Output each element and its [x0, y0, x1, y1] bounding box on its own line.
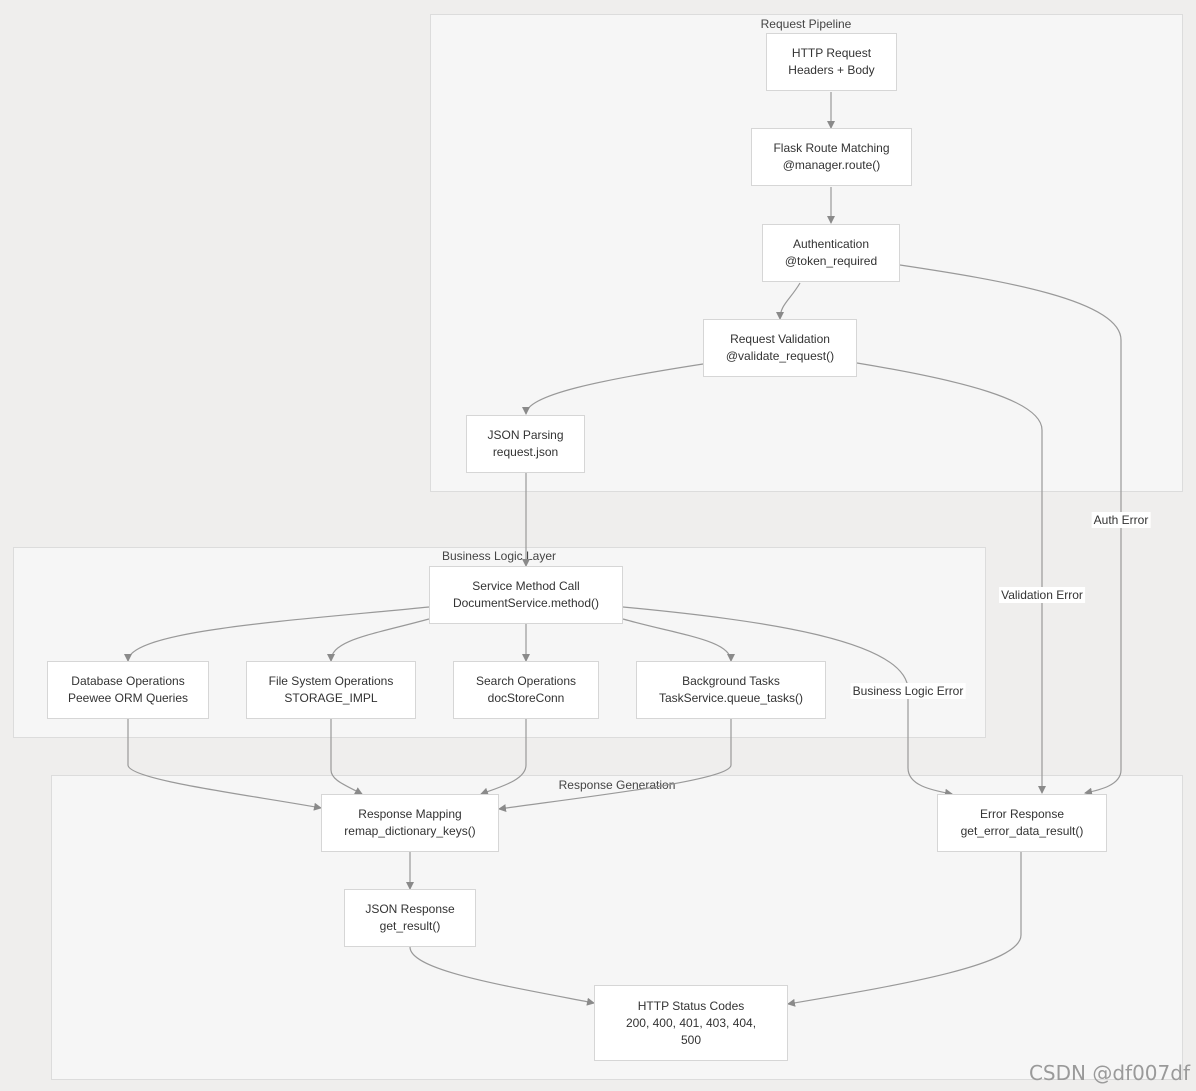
node-background-tasks: Background Tasks TaskService.queue_tasks… [636, 661, 826, 719]
node-filesystem-ops: File System Operations STORAGE_IMPL [246, 661, 416, 719]
node-service-call: Service Method Call DocumentService.meth… [429, 566, 623, 624]
node-json-parsing: JSON Parsing request.json [466, 415, 585, 473]
node-http-request: HTTP Request Headers + Body [766, 33, 897, 91]
edge-validation-error [856, 362, 1046, 794]
edge-business-error [622, 606, 953, 797]
node-status-codes: HTTP Status Codes 200, 400, 401, 403, 40… [594, 985, 788, 1061]
edge-search-to-mapping [480, 719, 527, 796]
edge-service-to-db [124, 606, 430, 662]
node-flask-route: Flask Route Matching @manager.route() [751, 128, 912, 186]
edge-label-validation-error: Validation Error [999, 587, 1085, 603]
edge-label-business-logic-error: Business Logic Error [850, 683, 966, 699]
edge-error-to-status [787, 852, 1022, 1007]
edge-auth-to-validation [776, 282, 801, 320]
node-error-response: Error Response get_error_data_result() [937, 794, 1107, 852]
edge-auth-error [899, 264, 1122, 796]
edge-json-to-status [409, 946, 595, 1006]
watermark: CSDN @df007df [1028, 1061, 1190, 1085]
cluster-title-request-pipeline: Request Pipeline [760, 17, 852, 31]
edge-service-to-bg [622, 618, 735, 662]
node-database-ops: Database Operations Peewee ORM Queries [47, 661, 209, 719]
edge-label-auth-error: Auth Error [1091, 512, 1151, 528]
edge-fs-to-mapping [330, 719, 363, 795]
edge-service-to-fs [327, 618, 430, 662]
node-request-validation: Request Validation @validate_request() [703, 319, 857, 377]
edge-bg-to-mapping [498, 719, 732, 813]
edge-validation-to-json [522, 363, 704, 415]
node-json-response: JSON Response get_result() [344, 889, 476, 947]
node-response-mapping: Response Mapping remap_dictionary_keys() [321, 794, 499, 852]
node-authentication: Authentication @token_required [762, 224, 900, 282]
node-search-ops: Search Operations docStoreConn [453, 661, 599, 719]
edge-db-to-mapping [127, 719, 322, 811]
